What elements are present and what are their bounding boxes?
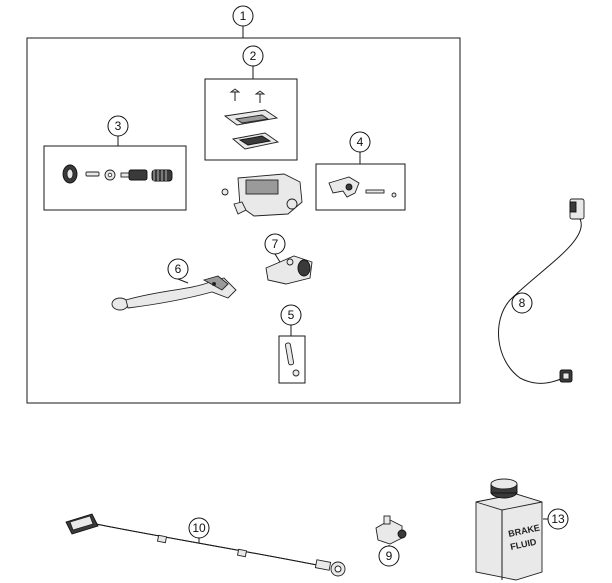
brake-lever [111, 275, 237, 311]
kit-box-5 [278, 335, 306, 384]
brake-light-switch [498, 198, 585, 384]
pushrod-parts [284, 342, 300, 377]
svg-text:3: 3 [115, 119, 122, 133]
callout-8[interactable]: 8 [511, 292, 533, 314]
svg-text:9: 9 [386, 549, 393, 563]
assembly-frame [26, 37, 461, 404]
brake-fluid-can: BRAKE FLUID [475, 478, 543, 581]
piston-kit-parts [62, 164, 173, 184]
kit-box-4 [315, 163, 406, 211]
svg-text:4: 4 [357, 135, 364, 149]
callout-3[interactable]: 3 [107, 115, 129, 137]
callout-1[interactable]: 1 [232, 5, 254, 27]
callout-2[interactable]: 2 [242, 45, 264, 67]
svg-text:2: 2 [250, 49, 257, 63]
callout-13[interactable]: 13 [547, 508, 569, 530]
callout-7[interactable]: 7 [264, 233, 286, 255]
banjo-fitting [375, 515, 407, 545]
reservoir-cap-parts [223, 88, 280, 150]
lever-adjuster [265, 255, 313, 285]
svg-text:10: 10 [192, 521, 206, 535]
kit-box-2 [204, 78, 298, 161]
callout-10[interactable]: 10 [188, 517, 210, 539]
svg-text:13: 13 [551, 512, 565, 526]
callout-6[interactable]: 6 [167, 258, 189, 280]
svg-text:1: 1 [240, 9, 247, 23]
svg-text:8: 8 [519, 296, 526, 310]
callout-5[interactable]: 5 [280, 304, 302, 326]
pivot-kit-parts [328, 176, 397, 198]
svg-text:5: 5 [288, 308, 295, 322]
master-cylinder [221, 173, 303, 217]
brake-hose [65, 513, 346, 577]
callout-9[interactable]: 9 [378, 545, 400, 567]
kit-box-3 [43, 145, 187, 211]
callout-4[interactable]: 4 [349, 131, 371, 153]
svg-text:7: 7 [272, 237, 279, 251]
svg-text:6: 6 [175, 262, 182, 276]
